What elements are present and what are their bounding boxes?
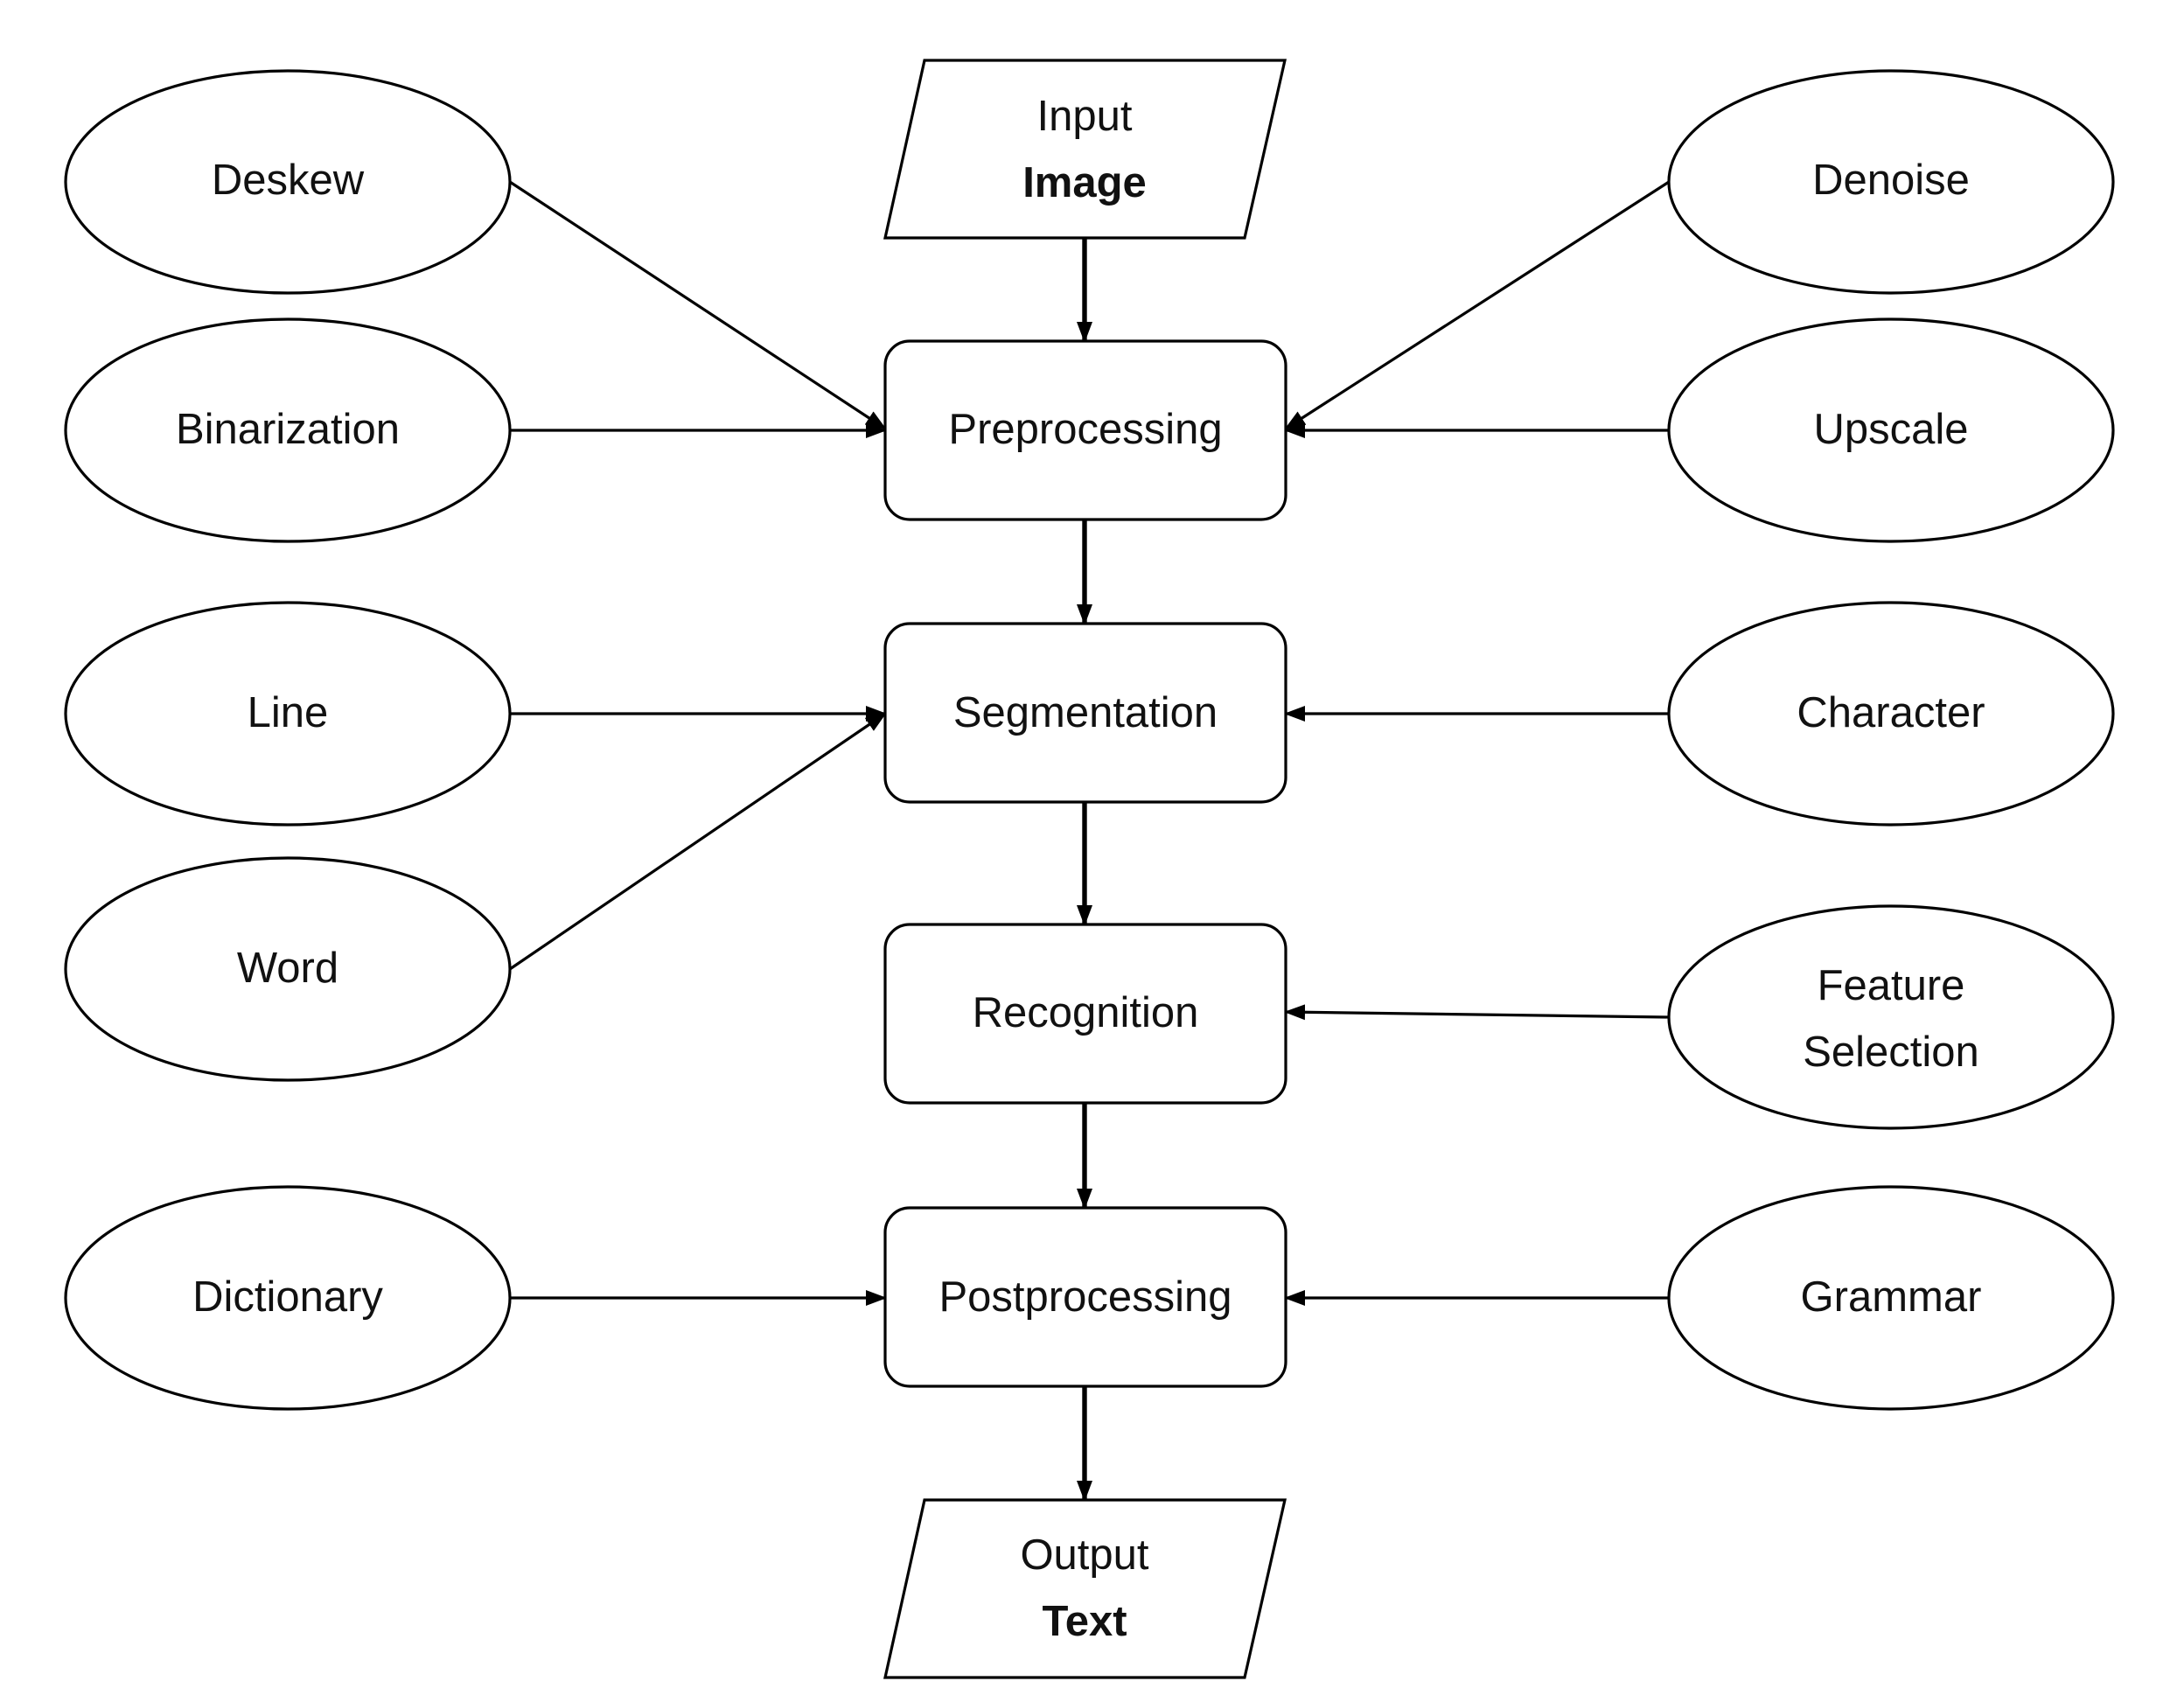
recognition-label: Recognition xyxy=(973,989,1199,1036)
edges xyxy=(509,180,1670,1502)
preprocessing-node: Preprocessing xyxy=(883,339,1287,521)
postprocessing-label: Postprocessing xyxy=(938,1273,1232,1321)
denoise-node: Denoise xyxy=(1667,69,2115,295)
postprocessing-node: Postprocessing xyxy=(883,1206,1287,1388)
output-text-label: Text xyxy=(1042,1598,1127,1645)
denoise-label: Denoise xyxy=(1812,157,1970,204)
segmentation-node: Segmentation xyxy=(883,622,1287,804)
denoise-ellipse xyxy=(1667,69,2115,295)
grammar-node: Grammar xyxy=(1667,1185,2115,1411)
input-image-node: Input Image xyxy=(883,59,1287,240)
line-ellipse xyxy=(64,601,512,827)
postprocessing-box xyxy=(883,1206,1287,1388)
dictionary-ellipse xyxy=(64,1185,512,1411)
feature-label: Feature xyxy=(1818,962,1965,1009)
edge-deskew-to-preprocessing xyxy=(509,180,887,430)
dictionary-node: Dictionary xyxy=(64,1185,512,1411)
output-label: Output xyxy=(1020,1531,1148,1579)
upscale-node: Upscale xyxy=(1667,317,2115,543)
recognition-node: Recognition xyxy=(883,923,1287,1105)
character-label: Character xyxy=(1797,689,1985,736)
deskew-label: Deskew xyxy=(212,157,365,204)
word-label: Word xyxy=(237,945,338,992)
binarization-node: Binarization xyxy=(64,317,512,543)
preprocessing-label: Preprocessing xyxy=(948,406,1222,453)
input-label: Input xyxy=(1037,93,1133,140)
feature-selection-ellipse xyxy=(1667,904,2115,1130)
binarization-label: Binarization xyxy=(176,406,400,453)
character-node: Character xyxy=(1667,601,2115,827)
feature-selection-node: Feature Selection xyxy=(1667,904,2115,1130)
segmentation-box xyxy=(883,622,1287,804)
edge-denoise-to-preprocessing xyxy=(1284,180,1670,430)
preprocessing-box xyxy=(883,339,1287,521)
selection-label: Selection xyxy=(1803,1029,1979,1076)
line-node: Line xyxy=(64,601,512,827)
input-image-label: Image xyxy=(1022,159,1147,206)
line-label: Line xyxy=(248,689,329,736)
recognition-box xyxy=(883,923,1287,1105)
upscale-label: Upscale xyxy=(1813,406,1968,453)
output-text-node: Output Text xyxy=(883,1498,1287,1679)
character-ellipse xyxy=(1667,601,2115,827)
word-ellipse xyxy=(64,856,512,1082)
edge-feature-selection-to-recognition xyxy=(1284,1004,1670,1021)
edge-word-to-segmentation xyxy=(509,712,887,971)
output-parallelogram xyxy=(883,1498,1287,1679)
upscale-ellipse xyxy=(1667,317,2115,543)
input-parallelogram xyxy=(883,59,1287,240)
dictionary-label: Dictionary xyxy=(192,1273,383,1321)
deskew-node: Deskew xyxy=(64,69,512,295)
segmentation-label: Segmentation xyxy=(953,689,1218,736)
deskew-ellipse xyxy=(64,69,512,295)
grammar-label: Grammar xyxy=(1801,1273,1982,1321)
binarization-ellipse xyxy=(64,317,512,543)
word-node: Word xyxy=(64,856,512,1082)
grammar-ellipse xyxy=(1667,1185,2115,1411)
